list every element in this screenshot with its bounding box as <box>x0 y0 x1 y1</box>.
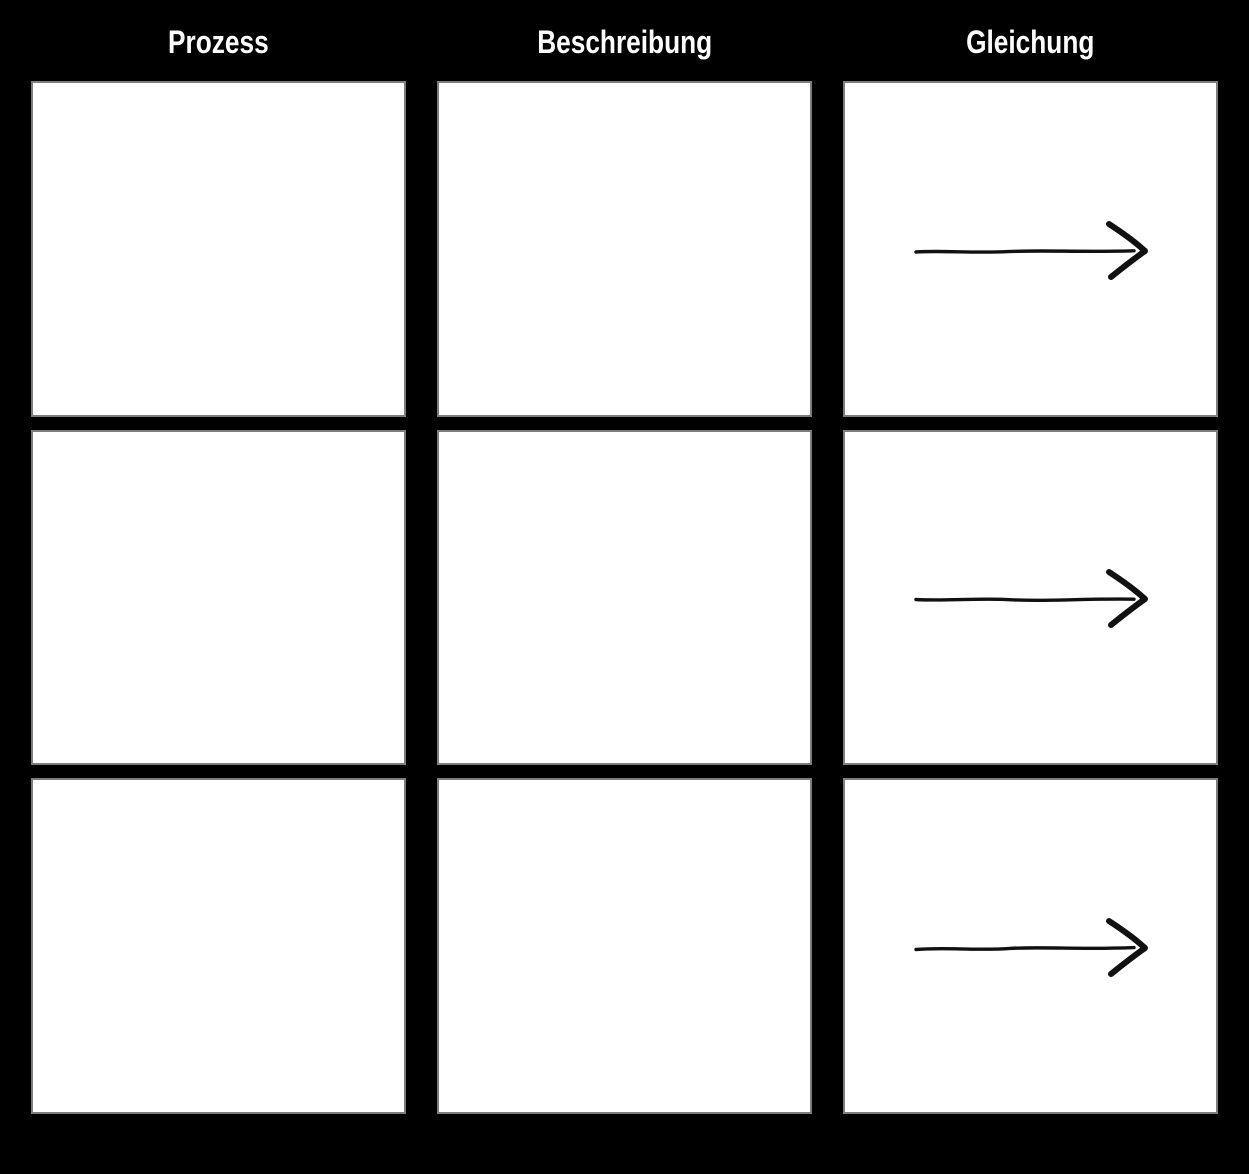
column-headers: Prozess Beschreibung Gleichung <box>0 0 1249 81</box>
hand-drawn-right-arrow-icon <box>913 918 1148 978</box>
column-header-label-gleichung: Gleichung <box>966 24 1095 60</box>
column-header-label-beschreibung: Beschreibung <box>537 24 712 60</box>
cell-row2-beschreibung <box>437 429 812 766</box>
hand-drawn-right-arrow-icon <box>913 569 1148 629</box>
cell-row1-prozess <box>31 81 406 417</box>
cell-row3-gleichung <box>843 778 1218 1114</box>
template-grid <box>0 81 1249 1152</box>
column-header-label-prozess: Prozess <box>168 24 269 60</box>
hand-drawn-right-arrow-icon <box>913 220 1148 280</box>
column-header-gleichung: Gleichung <box>843 22 1218 81</box>
column-header-beschreibung: Beschreibung <box>437 22 812 81</box>
cell-row3-beschreibung <box>437 778 812 1114</box>
cell-row2-gleichung <box>843 429 1218 766</box>
column-header-prozess: Prozess <box>31 22 406 81</box>
cell-row1-gleichung <box>843 81 1218 417</box>
cell-row2-prozess <box>31 429 406 766</box>
cell-row3-prozess <box>31 778 406 1114</box>
cell-row1-beschreibung <box>437 81 812 417</box>
